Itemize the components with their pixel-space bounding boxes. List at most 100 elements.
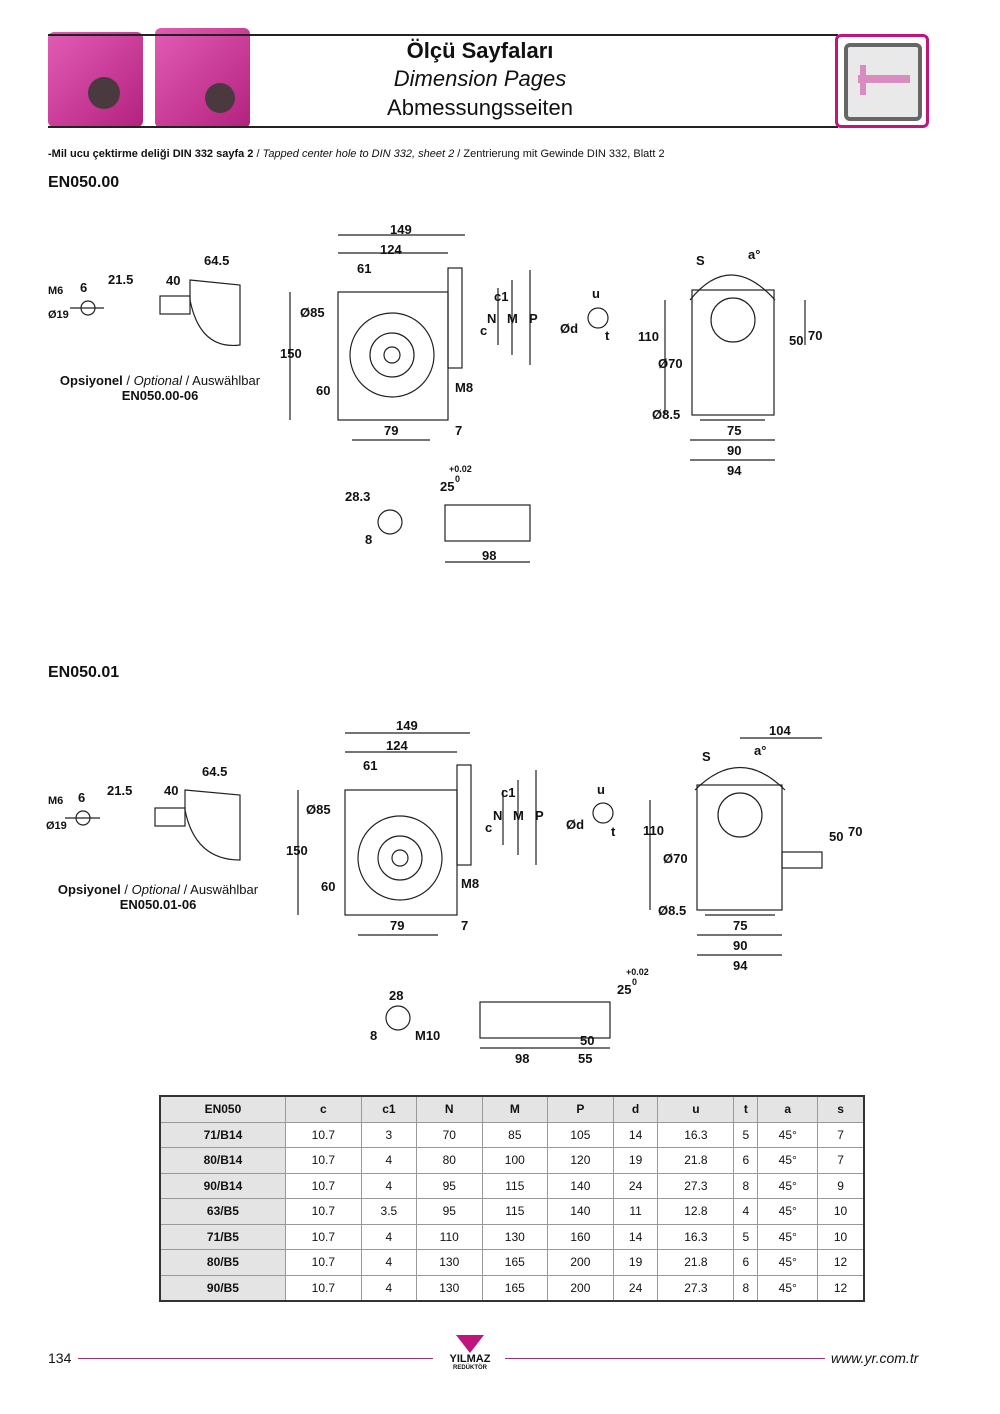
table-cell: 10.7: [284, 1274, 362, 1302]
opt-de: Auswählbar: [190, 882, 259, 897]
dim-label: 70: [848, 824, 863, 839]
header-top-rule: [48, 34, 838, 36]
dim-label: N: [493, 808, 503, 823]
table-cell: 24: [612, 1172, 659, 1199]
dim-label: 7: [455, 423, 463, 438]
table-cell: 95: [415, 1172, 483, 1199]
table-cell: 4: [360, 1223, 417, 1250]
table-cell: 8: [733, 1172, 759, 1199]
drawing-2-front: [297, 732, 537, 936]
col-header: a: [757, 1095, 819, 1123]
dim-label: M8: [455, 380, 474, 395]
dim-label: M: [507, 311, 518, 326]
table-cell: 115: [481, 1198, 549, 1225]
table-cell: 160: [547, 1223, 614, 1250]
dim-label: 64.5: [204, 253, 230, 268]
row-header: 80/B5: [159, 1249, 286, 1276]
dim-label: 150: [286, 843, 308, 858]
table-cell: 16.3: [657, 1121, 735, 1148]
table-cell: 45°: [757, 1249, 819, 1276]
website-link[interactable]: www.yr.com.tr: [831, 1350, 919, 1366]
table-cell: 140: [547, 1172, 614, 1199]
dim-label: 75: [733, 918, 748, 933]
dim-label: 150: [280, 346, 302, 361]
dim-label: M6: [48, 285, 64, 297]
dim-label: c1: [494, 289, 509, 304]
dim-label: 94: [733, 958, 748, 973]
table-cell: 6: [733, 1147, 759, 1174]
optional-caption-1: Opsiyonel / Optional / Auswählbar EN050.…: [59, 373, 261, 403]
gearbox-photo-1: [48, 32, 143, 127]
opt-de: Auswählbar: [192, 373, 261, 388]
table-cell: 4: [733, 1198, 759, 1225]
dim-label: N: [487, 311, 497, 326]
table-cell: 21.8: [657, 1147, 735, 1174]
caliper-icon: [835, 34, 929, 128]
dim-label: Ø8.5: [658, 903, 687, 918]
drawing-1-side: [587, 274, 806, 461]
dim-label: 90: [727, 443, 742, 458]
opt-en: Optional: [131, 882, 181, 897]
table-cell: 10.7: [284, 1172, 362, 1199]
table-cell: 140: [547, 1198, 614, 1225]
table-cell: 10: [817, 1198, 865, 1225]
table-cell: 80: [415, 1147, 483, 1174]
dim-label: Ød: [560, 321, 579, 336]
section-code-2: EN050.01: [48, 664, 120, 681]
col-header: N: [415, 1095, 483, 1123]
dim-label: 21.5: [108, 272, 134, 287]
dim-label: 25: [440, 479, 455, 494]
dim-label: t: [605, 328, 610, 343]
dim-label: a°: [754, 743, 767, 758]
table-cell: 9: [817, 1172, 865, 1199]
dim-label: 8: [365, 532, 373, 547]
table-cell: 10.7: [284, 1147, 362, 1174]
section-code-1: EN050.00: [48, 174, 120, 191]
dim-label: 40: [166, 273, 181, 288]
table-cell: 24: [612, 1274, 659, 1302]
table-cell: 45°: [757, 1198, 819, 1225]
optional-caption-2: Opsiyonel / Optional / Auswählbar EN050.…: [57, 882, 259, 912]
dim-label: 98: [482, 548, 497, 563]
dim-label: M: [513, 808, 524, 823]
yilmaz-logo: YILMAZ REDÜKTÖR: [440, 1335, 500, 1371]
dim-label: Ø19: [48, 309, 69, 321]
row-header: 90/B5: [159, 1274, 286, 1302]
dim-label: Ø70: [663, 851, 688, 866]
dim-label: 6: [78, 790, 86, 805]
table-cell: 85: [481, 1121, 549, 1148]
col-header: c: [284, 1095, 362, 1123]
dim-label: 124: [386, 738, 408, 753]
dim-label: 64.5: [202, 764, 228, 779]
dim-label: P: [535, 808, 544, 823]
dim-label: +0.02: [626, 967, 649, 977]
drawing-2-shaft-end: [65, 789, 241, 861]
drawing-1-front: [289, 234, 531, 441]
row-header: 71/B5: [159, 1223, 286, 1250]
table-cell: 70: [415, 1121, 483, 1148]
table-cell: 200: [547, 1249, 614, 1276]
table-cell: 5: [733, 1121, 759, 1148]
page-number: 134: [48, 1350, 72, 1366]
note-tr: -Mil ucu çektirme deliği DIN 332 sayfa 2: [48, 148, 254, 160]
drawing-2-side: [592, 737, 823, 956]
table-cell: 21.8: [657, 1249, 735, 1276]
dim-label: 21.5: [107, 783, 133, 798]
table-cell: 130: [481, 1223, 549, 1250]
dim-label: Ø8.5: [652, 407, 681, 422]
row-header: 80/B14: [159, 1147, 286, 1174]
dim-label: 110: [638, 329, 659, 344]
dim-label: 28: [389, 988, 404, 1003]
footer-rule-right: [505, 1358, 825, 1359]
dim-label: S: [696, 253, 705, 268]
drawing-1-shaft-end: [70, 279, 241, 347]
table-cell: 10.7: [284, 1121, 362, 1148]
dim-label: 6: [80, 280, 88, 295]
